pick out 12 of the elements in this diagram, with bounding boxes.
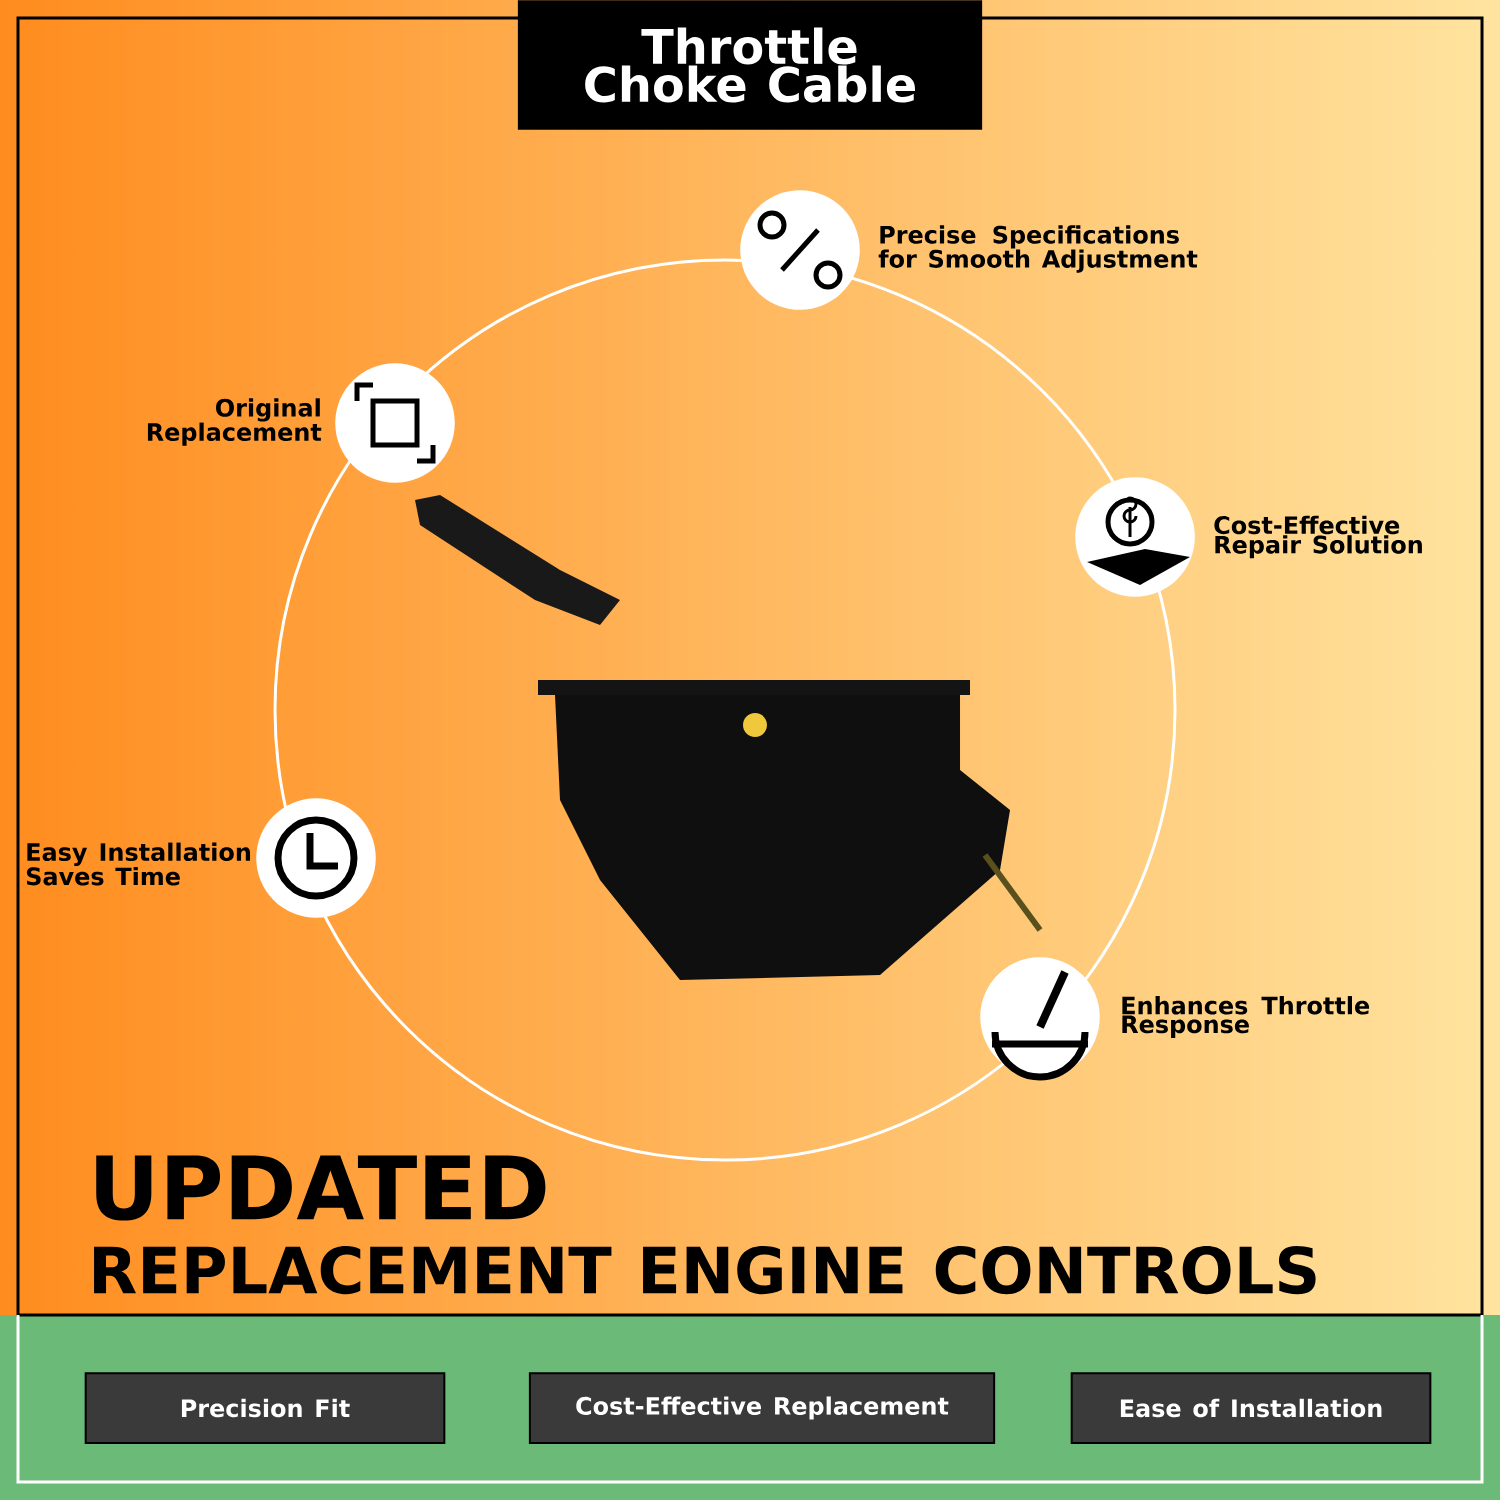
headline: UPDATED [96, 1155, 546, 1221]
feature-button: Precision Fit [84, 1372, 446, 1444]
title-box: Throttle Choke Cable [517, 0, 983, 130]
feature-text: Cost-Effective Repair Solution [1214, 515, 1422, 559]
feature-button: Ease of Installation [1070, 1372, 1432, 1444]
feature-text: Easy Installation Saves Time [26, 842, 250, 886]
feature-text: Precise Specifications for Smooth Adjustment [878, 225, 1198, 273]
product-drawing [415, 495, 1043, 980]
feature-text: Original Replacement [147, 398, 322, 446]
feature-text: Enhances Throttle Response [1122, 996, 1370, 1038]
feature-button: Cost-Effective Replacement [528, 1372, 996, 1444]
headline: REPLACEMENT ENGINE CONTROLS [94, 1245, 1316, 1295]
